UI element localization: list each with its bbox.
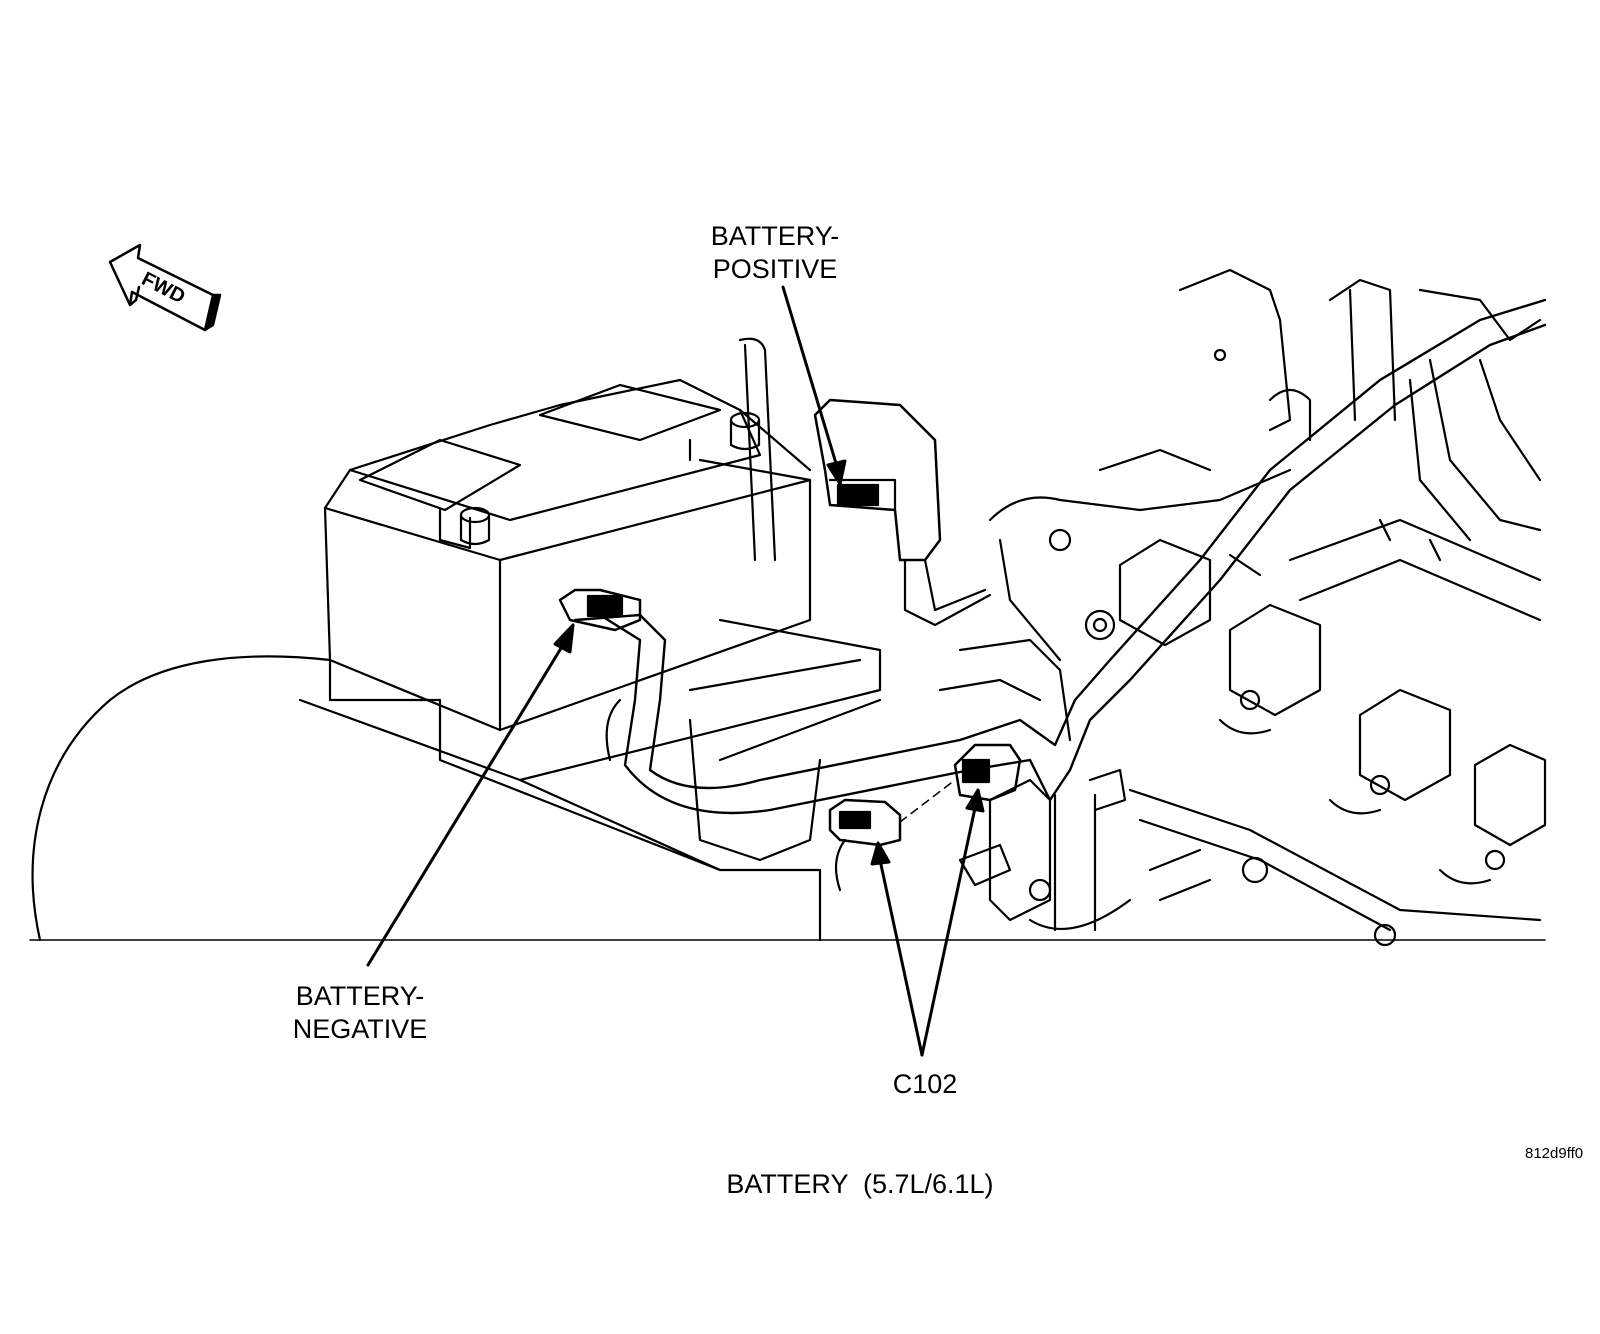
leader-c102-right [920, 806, 977, 1057]
negative-terminal-clamp [558, 588, 642, 632]
battery-box [323, 337, 812, 732]
c102-connector-right [899, 743, 1022, 823]
battery-negative-label: BATTERY- NEGATIVE [280, 980, 440, 1046]
callout-leaders [366, 285, 985, 1057]
fender-outline [31, 655, 822, 942]
battery-tray [298, 618, 882, 872]
coil-pack-2 [1228, 603, 1322, 717]
diagram-caption: BATTERY (5.7L/6.1L) [726, 1169, 994, 1199]
engine-block [958, 268, 1547, 947]
coil-pack-3 [1358, 688, 1452, 802]
battery-positive-line-2: POSITIVE [712, 254, 838, 284]
fwd-arrow-icon [108, 243, 222, 332]
coil-pack-4 [1473, 743, 1547, 847]
c102-connector-left [828, 798, 902, 892]
leader-battery-positive [781, 285, 840, 472]
battery-positive-line-1: BATTERY- [710, 221, 840, 251]
leader-c102-left [878, 858, 924, 1057]
positive-terminal-cover [813, 398, 992, 627]
battery-cable [573, 298, 1547, 932]
leader-battery-negative [366, 638, 568, 967]
coil-pack-1 [1118, 538, 1212, 647]
battery-negative-line-2: NEGATIVE [292, 1014, 428, 1044]
image-code: 812d9ff0 [1525, 1145, 1584, 1162]
battery-negative-line-1: BATTERY- [295, 981, 425, 1011]
battery-positive-label: BATTERY- POSITIVE [700, 220, 850, 286]
c102-label: C102 [892, 1069, 958, 1099]
